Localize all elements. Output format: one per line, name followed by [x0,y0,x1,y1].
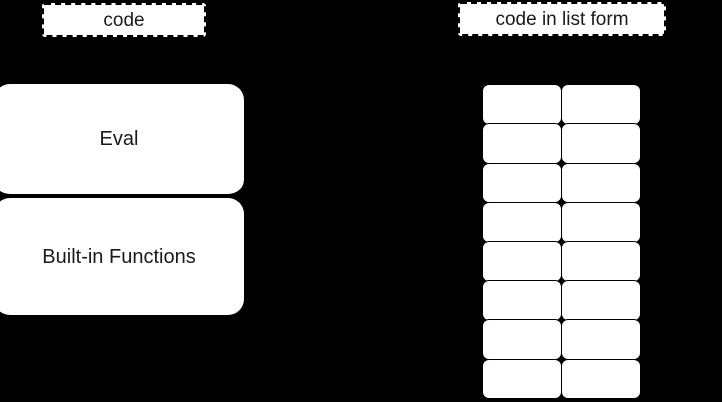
list-cell[interactable] [560,319,641,361]
code-label-text: code [103,9,145,31]
list-cell[interactable] [482,241,563,282]
list-cell[interactable] [482,319,563,361]
list-cell[interactable] [560,201,641,243]
list-cell[interactable] [560,123,641,165]
code-in-list-form-label-text: code in list form [495,8,629,30]
builtin-functions-node[interactable]: Built-in Functions [0,198,244,315]
list-cell[interactable] [560,241,641,282]
list-cell[interactable] [482,280,563,321]
code-label: code [42,3,206,37]
list-cell[interactable] [560,84,641,125]
list-cell[interactable] [482,123,563,165]
eval-node[interactable]: Eval [0,84,244,196]
code-in-list-form-label: code in list form [458,2,666,36]
list-cell[interactable] [560,358,641,400]
list-cell[interactable] [482,358,563,400]
list-cell[interactable] [560,162,641,204]
eval-node-label: Eval [99,128,139,150]
builtin-functions-node-label: Built-in Functions [42,245,196,268]
list-cell[interactable] [482,84,563,125]
list-cell[interactable] [482,201,563,243]
code-list-grid [482,84,641,400]
list-cell[interactable] [482,162,563,204]
list-cell[interactable] [560,280,641,321]
